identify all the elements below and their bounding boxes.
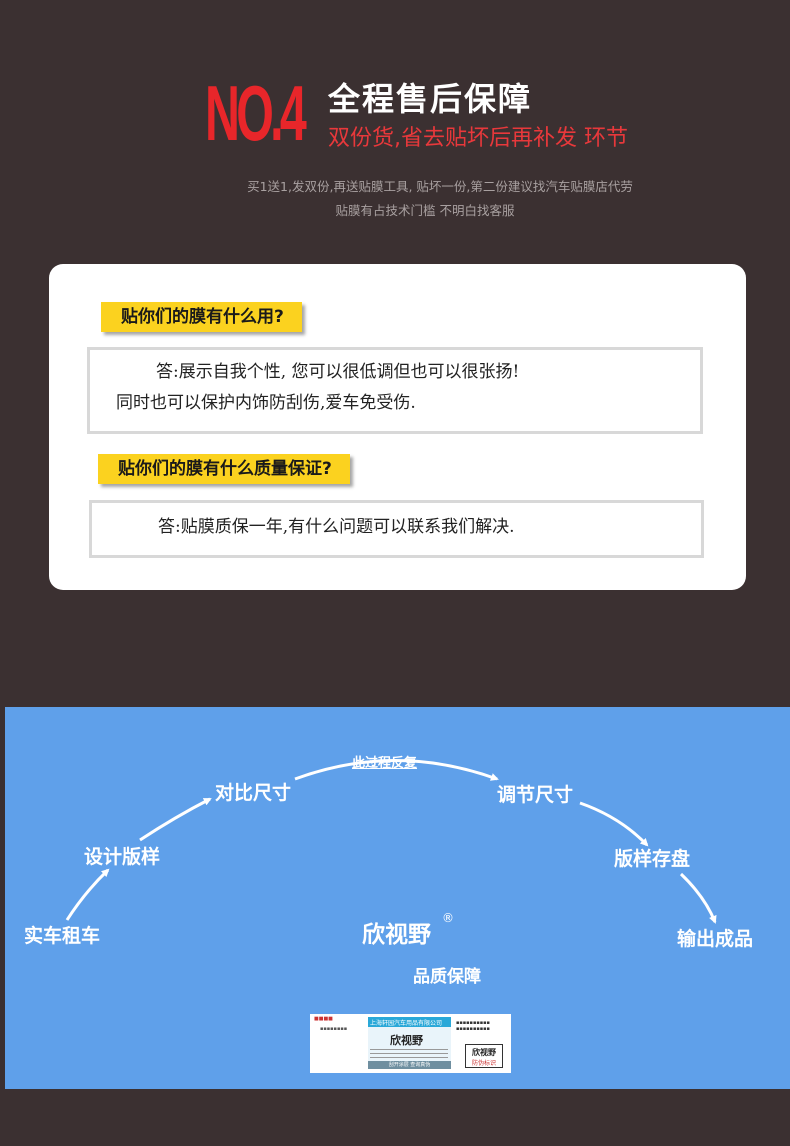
process-arrows (65, 759, 717, 924)
label-right-fine-print: ▪▪▪▪▪▪▪▪▪▪ ▪▪▪▪▪▪▪▪▪▪ (456, 1020, 490, 1032)
arrow-save-to-output (679, 872, 717, 924)
step-design-layout: 设计版样 (84, 846, 161, 868)
label-badge-sub: 防伪标识 (471, 1060, 496, 1067)
arrow-design-to-compare (139, 797, 212, 842)
faq-question-2: 贴你们的膜有什么质量保证? (98, 454, 350, 484)
registered-mark: ® (442, 911, 454, 925)
step-rent-car: 实车租车 (24, 925, 101, 947)
label-brand: 欣视野 (390, 1034, 423, 1047)
arrow-compare-to-adjust (294, 759, 499, 781)
faq-answer-1-line-2: 同时也可以保护内饰防刮伤,爱车免受伤. (116, 393, 416, 413)
faq-card: 贴你们的膜有什么用? 答:展示自我个性, 您可以很低调但也可以很张扬! 同时也可… (49, 264, 746, 590)
label-company: 上海轩园汽车用品有限公司 (370, 1020, 443, 1027)
label-left-text: ▪▪▪▪▪▪▪▪ (320, 1026, 348, 1032)
section-title: 全程售后保障 (328, 80, 533, 118)
faq-answer-2: 答:贴膜质保一年,有什么问题可以联系我们解决. (89, 500, 704, 558)
faq-answer-2-line-1: 答:贴膜质保一年,有什么问题可以联系我们解决. (158, 517, 515, 537)
brand-name: 欣视野 (362, 922, 431, 948)
faq-answer-1-line-1: 答:展示自我个性, 您可以很低调但也可以很张扬! (156, 362, 520, 382)
step-save-layout: 版样存盘 (614, 848, 691, 870)
label-footer: 刮开涂层 查询真伪 (368, 1061, 451, 1069)
label-fine-print (370, 1049, 448, 1059)
description-line-1: 买1送1,发双份,再送贴膜工具, 贴坏一份,第二份建议找汽车贴膜店代劳 (247, 179, 633, 194)
step-compare-size: 对比尺寸 (215, 782, 292, 804)
faq-answer-1: 答:展示自我个性, 您可以很低调但也可以很张扬! 同时也可以保护内饰防刮伤,爱车… (87, 347, 703, 434)
brand-tagline: 品质保障 (413, 967, 481, 987)
step-adjust-size: 调节尺寸 (497, 784, 574, 806)
label-center-panel: 上海轩园汽车用品有限公司 欣视野 刮开涂层 查询真伪 (368, 1017, 451, 1069)
arrow-rent-to-design (65, 868, 110, 921)
section-number: NO.4 (205, 69, 307, 157)
process-diagram: 实车租车 设计版样 对比尺寸 调节尺寸 版样存盘 输出成品 此过程反复 欣视野 … (5, 707, 790, 1089)
label-badge-brand: 欣视野 (472, 1048, 496, 1057)
label-badge: 欣视野 防伪标识 (465, 1044, 503, 1068)
faq-question-1: 贴你们的膜有什么用? (101, 302, 302, 332)
section-subtitle: 双份货,省去贴坏后再补发 环节 (328, 126, 628, 151)
anti-counterfeit-label-image: ■■■■ ▪▪▪▪▪▪▪▪ 上海轩园汽车用品有限公司 欣视野 刮开涂层 查询真伪… (310, 1014, 511, 1073)
description-line-2: 贴膜有占技术门槛 不明白找客服 (335, 203, 515, 218)
arrow-adjust-to-save (579, 801, 649, 847)
step-output-product: 输出成品 (677, 928, 754, 950)
repeat-label: 此过程反复 (352, 756, 418, 771)
label-left-logo: ■■■■ (314, 1016, 333, 1022)
